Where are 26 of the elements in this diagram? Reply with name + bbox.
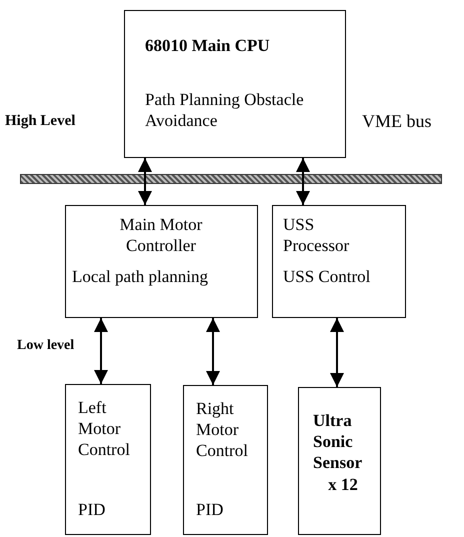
level-label: VME bus [362, 111, 432, 132]
cpu-box [124, 10, 346, 158]
box-title: Left Motor Control [78, 397, 131, 460]
sensor-box [298, 387, 381, 535]
level-label: High Level [5, 113, 76, 130]
box-title: Main Motor Controller [118, 214, 204, 256]
double-arrow [296, 158, 310, 205]
box-text: x 12 [327, 474, 359, 495]
control-box [65, 384, 151, 535]
bus-bar [20, 174, 442, 184]
box-text: Local path planning [72, 266, 209, 287]
box-text: PID [196, 499, 224, 520]
double-arrow [206, 318, 220, 385]
control-box [183, 385, 268, 535]
box-title: USS Processor [283, 214, 350, 256]
level-label: Low level [17, 338, 74, 354]
double-arrow [138, 158, 152, 205]
box-text: USS Control [283, 266, 372, 287]
double-arrow [330, 318, 344, 387]
box-text: Path Planning Obstacle Avoidance [145, 89, 305, 131]
box-text: PID [78, 499, 106, 520]
box-title: Right Motor Control [196, 398, 249, 461]
processor-box [272, 205, 406, 318]
controller-box [65, 205, 258, 318]
double-arrow [94, 318, 108, 384]
box-title: 68010 Main CPU [145, 35, 271, 56]
